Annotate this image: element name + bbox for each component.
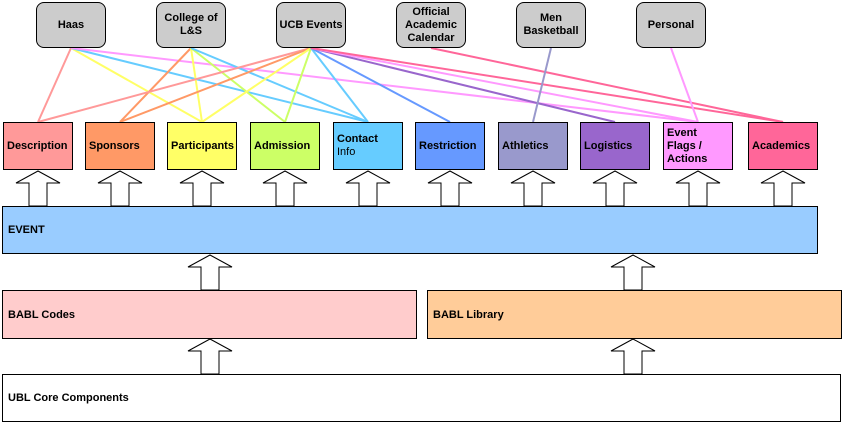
connection-ucb-events-description (37, 47, 312, 123)
connection-ucb-events-contact (310, 47, 369, 123)
source-official-academic-calendar: Official Academic Calendar (396, 2, 466, 48)
source-haas: Haas (36, 2, 106, 48)
arrows (15, 170, 806, 375)
connection-haas-description (37, 47, 72, 123)
arrow-babl-codes-to-event (187, 254, 233, 291)
connection-college-ls-contact (190, 47, 369, 123)
arrow-babl-library-to-event (610, 254, 656, 291)
connection-college-ls-participants (190, 47, 203, 123)
connection-personal-event-flags (670, 47, 699, 123)
module-label: Sponsors (89, 139, 140, 152)
connection-ucb-events-sponsors (119, 47, 312, 123)
connection-men-basketball-athletics (532, 47, 552, 123)
connection-college-ls-sponsors (119, 47, 192, 123)
arrow-event-to-logistics (592, 170, 638, 207)
module-label: Description (7, 139, 68, 152)
module-sublabel: Info (337, 146, 356, 158)
babl-codes-label: BABL Codes (8, 308, 76, 321)
module-event-flags: Event Flags / Actions (663, 122, 733, 170)
babl-library-layer: BABL Library (427, 290, 842, 339)
arrow-event-to-athletics (510, 170, 556, 207)
source-label: UCB Events (279, 18, 343, 31)
ubl-core-layer: UBL Core Components (2, 374, 841, 422)
source-men-basketball: Men Basketball (516, 2, 586, 48)
module-label: Event Flags / Actions (667, 126, 708, 165)
connection-lines (37, 47, 784, 123)
connection-haas-event-flags (70, 47, 699, 123)
connection-college-ls-admission (190, 47, 286, 123)
module-label: Academics (752, 139, 811, 152)
module-restriction: Restriction (415, 122, 485, 170)
arrow-event-to-contact (345, 170, 391, 207)
source-ucb-events: UCB Events (276, 2, 346, 48)
babl-library-label: BABL Library (433, 308, 504, 321)
connection-haas-participants (70, 47, 203, 123)
module-label: Logistics (584, 139, 633, 152)
connection-ucb-events-restriction (310, 47, 451, 123)
ubl-core-label: UBL Core Components (8, 392, 129, 404)
arrow-event-to-participants (179, 170, 225, 207)
event-layer: EVENT (2, 206, 818, 254)
source-personal: Personal (636, 2, 706, 48)
module-academics: Academics (748, 122, 818, 170)
module-participants: Participants (167, 122, 237, 170)
arrow-ubl-to-babl-codes (187, 338, 233, 375)
source-college-ls: College of L&S (156, 2, 226, 48)
arrow-event-to-academics (760, 170, 806, 207)
connection-ucb-events-logistics (310, 47, 616, 123)
babl-codes-layer: BABL Codes (2, 290, 417, 339)
module-label: Athletics (502, 139, 549, 152)
arrow-event-to-restriction (427, 170, 473, 207)
module-label: Contact (337, 133, 378, 145)
module-label: Participants (171, 139, 234, 152)
connection-official-academic-calendar-academics (430, 47, 784, 123)
connection-haas-contact (70, 47, 369, 123)
module-admission: Admission (250, 122, 320, 170)
arrow-event-to-sponsors (97, 170, 143, 207)
source-label: Personal (647, 18, 695, 31)
event-layer-label: EVENT (8, 224, 45, 236)
connection-ucb-events-admission (284, 47, 312, 123)
module-sponsors: Sponsors (85, 122, 155, 170)
module-logistics: Logistics (580, 122, 650, 170)
source-label: Haas (57, 18, 85, 31)
source-label: Men Basketball (523, 12, 579, 37)
module-athletics: Athletics (498, 122, 568, 170)
module-label: Restriction (419, 139, 477, 152)
arrow-event-to-description (15, 170, 61, 207)
module-description: Description (3, 122, 73, 170)
source-label: College of L&S (164, 12, 218, 37)
arrow-event-to-admission (262, 170, 308, 207)
connection-ucb-events-participants (201, 47, 312, 123)
arrow-event-to-event-flags (675, 170, 721, 207)
module-label: Admission (254, 139, 311, 152)
source-label: Official Academic Calendar (405, 5, 457, 44)
arrow-ubl-to-babl-library (610, 338, 656, 375)
connection-ucb-events-event-flags (310, 47, 699, 123)
connection-ucb-events-academics (310, 47, 784, 123)
